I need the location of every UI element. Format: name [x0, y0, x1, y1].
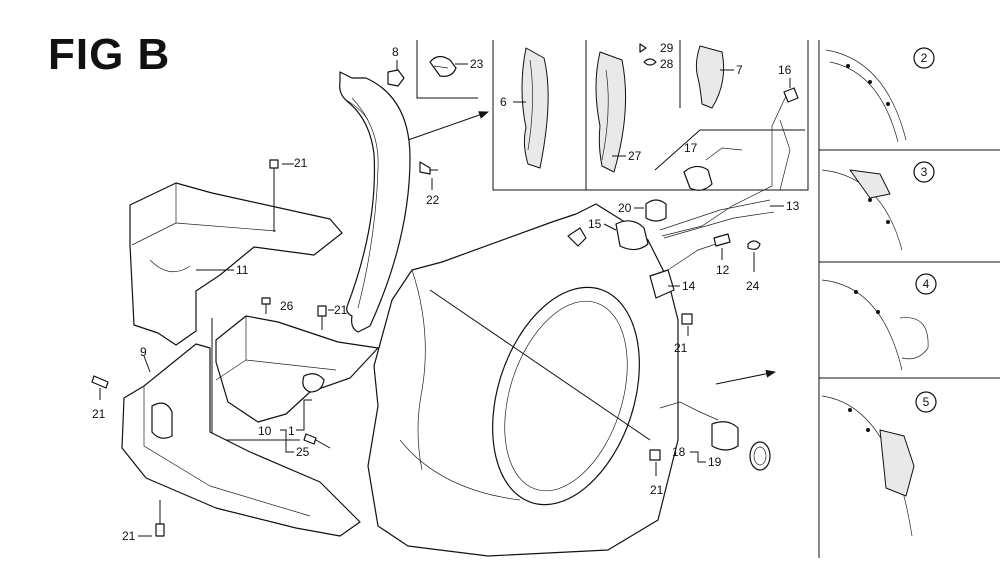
part-9-cover: 9 21 21 — [91, 343, 361, 543]
callout-24: 24 — [746, 279, 760, 293]
callout-13: 13 — [786, 199, 800, 213]
part-18-19: 18 19 — [659, 401, 771, 471]
fan-shroud — [367, 203, 679, 557]
part-27-shape — [595, 51, 627, 173]
callout-20: 20 — [618, 201, 632, 215]
leader-arrow-top — [407, 111, 489, 141]
leader-arrow-right — [715, 369, 776, 385]
callout-28: 28 — [660, 57, 674, 71]
callout-29: 29 — [660, 41, 674, 55]
callout-21-c: 21 — [92, 407, 106, 421]
callout-23: 23 — [470, 57, 484, 71]
callout-9: 9 — [140, 345, 147, 359]
detail-2-number: 2 — [921, 51, 928, 65]
callout-14: 14 — [682, 279, 696, 293]
part-1-bracket: 26 21 10 1 25 — [211, 297, 379, 459]
callout-6: 6 — [500, 95, 507, 109]
callout-21-a: 21 — [294, 156, 308, 170]
detail-3-number: 3 — [921, 165, 928, 179]
inset-box-cover-parts: 6 27 29 28 7 — [492, 40, 809, 191]
part-6-shape — [521, 47, 549, 169]
callout-25: 25 — [296, 445, 310, 459]
detail-panel-2: 2 — [825, 47, 935, 143]
callout-27: 27 — [628, 149, 642, 163]
part-11-duct: 21 11 — [129, 156, 343, 346]
detail-panel-5: 5 — [821, 391, 937, 537]
callout-1: 1 — [288, 424, 295, 438]
callout-11: 11 — [236, 263, 249, 277]
detail-5-number: 5 — [923, 395, 930, 409]
callout-21-b: 21 — [334, 303, 348, 317]
part-21-bolt-lower: 21 — [649, 449, 664, 497]
callout-10: 10 — [258, 424, 272, 438]
callout-22: 22 — [426, 193, 440, 207]
detail-4-number: 4 — [923, 277, 930, 291]
figure-title: FIG B — [48, 30, 171, 79]
detail-panels: 2 3 4 5 — [818, 40, 1000, 558]
part-8: 8 — [387, 45, 405, 87]
callout-16: 16 — [778, 63, 792, 77]
callout-21-e: 21 — [650, 483, 664, 497]
callout-12: 12 — [716, 263, 730, 277]
callout-7: 7 — [736, 63, 743, 77]
callout-15: 15 — [588, 217, 602, 231]
detail-panel-3: 3 — [821, 161, 935, 251]
callout-19: 19 — [708, 455, 722, 469]
part-7-shape — [695, 45, 725, 109]
callout-8: 8 — [392, 45, 399, 59]
part-22-cover: 22 — [339, 71, 440, 333]
inset-box-clip: 23 — [416, 40, 484, 99]
ignition-assembly: 17 16 20 13 15 14 12 24 — [588, 63, 805, 355]
callout-17: 17 — [684, 141, 698, 155]
callout-21-d: 21 — [122, 529, 136, 543]
callout-26: 26 — [280, 299, 294, 313]
detail-panel-4: 4 — [821, 273, 937, 371]
callout-18: 18 — [672, 445, 686, 459]
callout-21-f: 21 — [674, 341, 688, 355]
